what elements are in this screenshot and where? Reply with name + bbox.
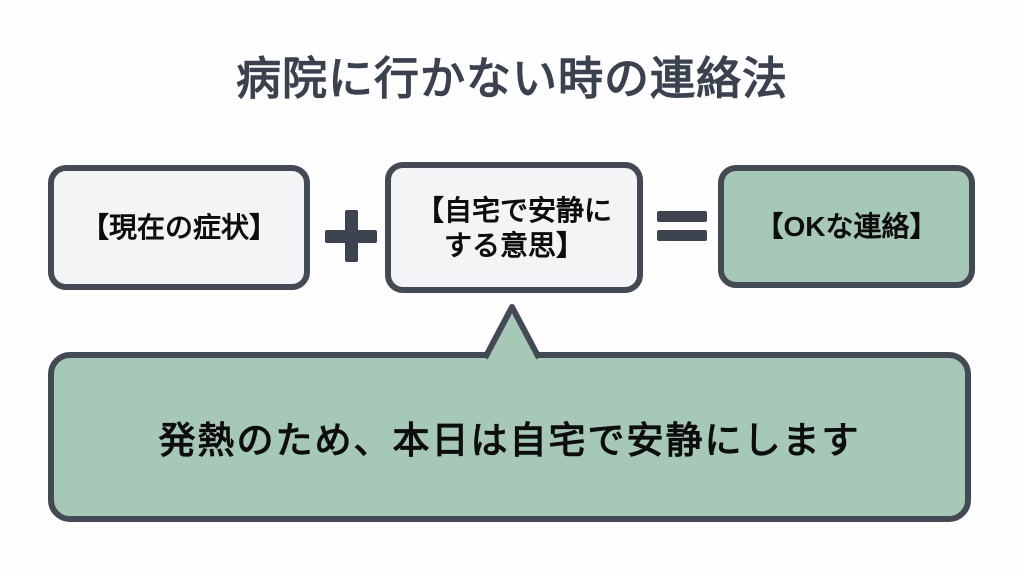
box-current-symptoms-label: 【現在の症状】 <box>80 212 277 243</box>
box-intent-rest-home: 【自宅で安静に する意思】 <box>385 162 643 293</box>
plus-icon <box>325 210 377 262</box>
box-ok-contact: 【OKな連絡】 <box>718 165 975 288</box>
speech-bubble-tail <box>482 302 542 360</box>
page-title: 病院に行かない時の連絡法 <box>235 53 788 104</box>
box-ok-contact-label: 【OKな連絡】 <box>755 211 938 242</box>
box-intent-rest-home-label-line2: する意思】 <box>443 229 584 261</box>
plus-icon-vertical-bar <box>344 210 358 262</box>
box-current-symptoms: 【現在の症状】 <box>48 165 310 290</box>
speech-bubble-text: 発熱のため、本日は自宅で安静にします <box>158 420 861 461</box>
box-intent-rest-home-label-line1: 【自宅で安静に <box>415 194 612 226</box>
equals-icon-top-bar <box>657 211 707 222</box>
speech-bubble: 発熱のため、本日は自宅で安静にします <box>48 352 971 522</box>
equals-icon <box>657 211 707 241</box>
equals-icon-bottom-bar <box>657 230 707 241</box>
